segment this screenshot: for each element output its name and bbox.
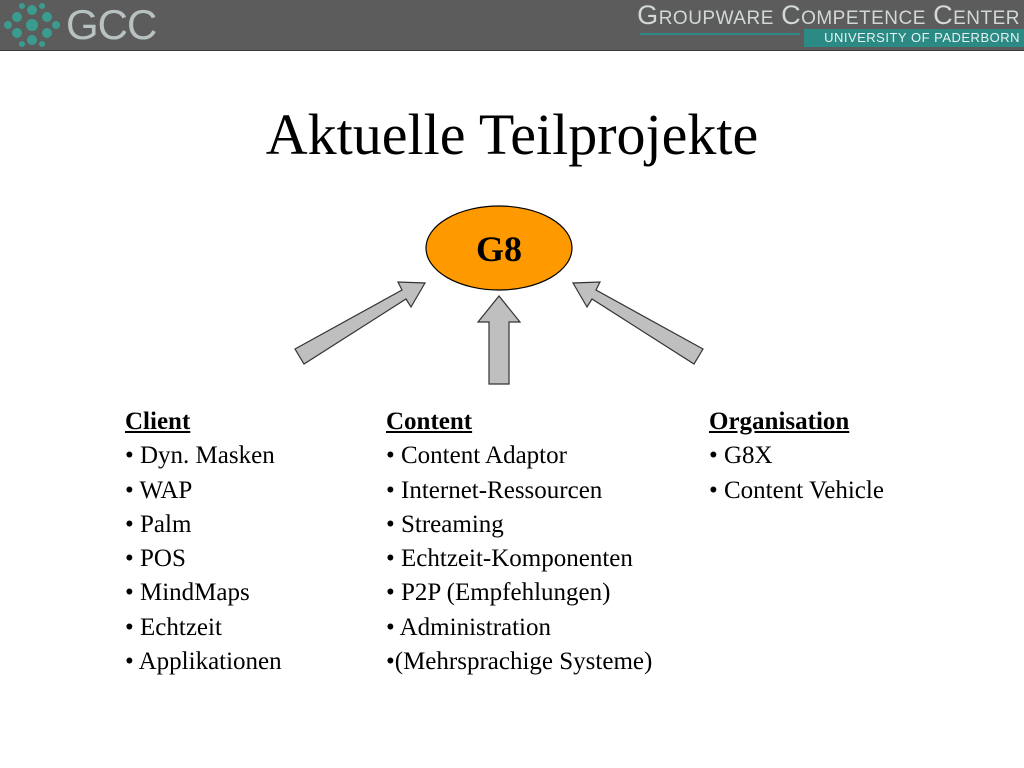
header-accent-rule	[640, 33, 800, 35]
arrow-left	[294, 281, 427, 365]
organisation-heading: Organisation	[709, 408, 850, 435]
list-item: • G8X	[709, 442, 773, 470]
client-column: Client • Dyn. Masken • WAP • Palm • POS …	[125, 405, 282, 679]
list-item: • MindMaps	[125, 579, 250, 607]
g8-node-label: G8	[476, 229, 522, 269]
logo-text: GCC	[66, 1, 157, 48]
list-item: • Echtzeit-Komponenten	[386, 545, 633, 573]
list-item: • Internet-Ressourcen	[386, 476, 603, 504]
list-item: • Administration	[386, 613, 552, 641]
list-item: • P2P (Empfehlungen)	[386, 579, 611, 607]
client-heading: Client	[125, 408, 191, 435]
content-heading: Content	[386, 408, 473, 435]
list-item: • Echtzeit	[125, 613, 222, 641]
gcc-logo-icon	[4, 3, 60, 47]
list-item: • Content Adaptor	[386, 442, 567, 470]
organisation-column: Organisation • G8X • Content Vehicle	[709, 405, 884, 508]
list-item: •(Mehrsprachige Systeme)	[386, 648, 653, 676]
g8-node	[425, 205, 573, 291]
arrow-right	[571, 281, 704, 365]
header-bar: GCC Groupware Competence Center UNIVERSI…	[0, 0, 1024, 51]
org-name: Groupware Competence Center	[637, 0, 1020, 30]
list-item: • WAP	[125, 476, 193, 504]
list-item: • Streaming	[386, 510, 504, 538]
list-item: • POS	[125, 545, 186, 573]
slide-title: Aktuelle Teilprojekte	[265, 102, 759, 167]
university-label: UNIVERSITY OF PADERBORN	[804, 29, 1024, 47]
list-item: • Applikationen	[125, 648, 282, 676]
list-item: • Palm	[125, 510, 192, 538]
arrow-middle	[476, 295, 522, 385]
content-column: Content • Content Adaptor • Internet-Res…	[386, 405, 652, 679]
list-item: • Dyn. Masken	[125, 442, 275, 470]
list-item: • Content Vehicle	[709, 476, 884, 504]
